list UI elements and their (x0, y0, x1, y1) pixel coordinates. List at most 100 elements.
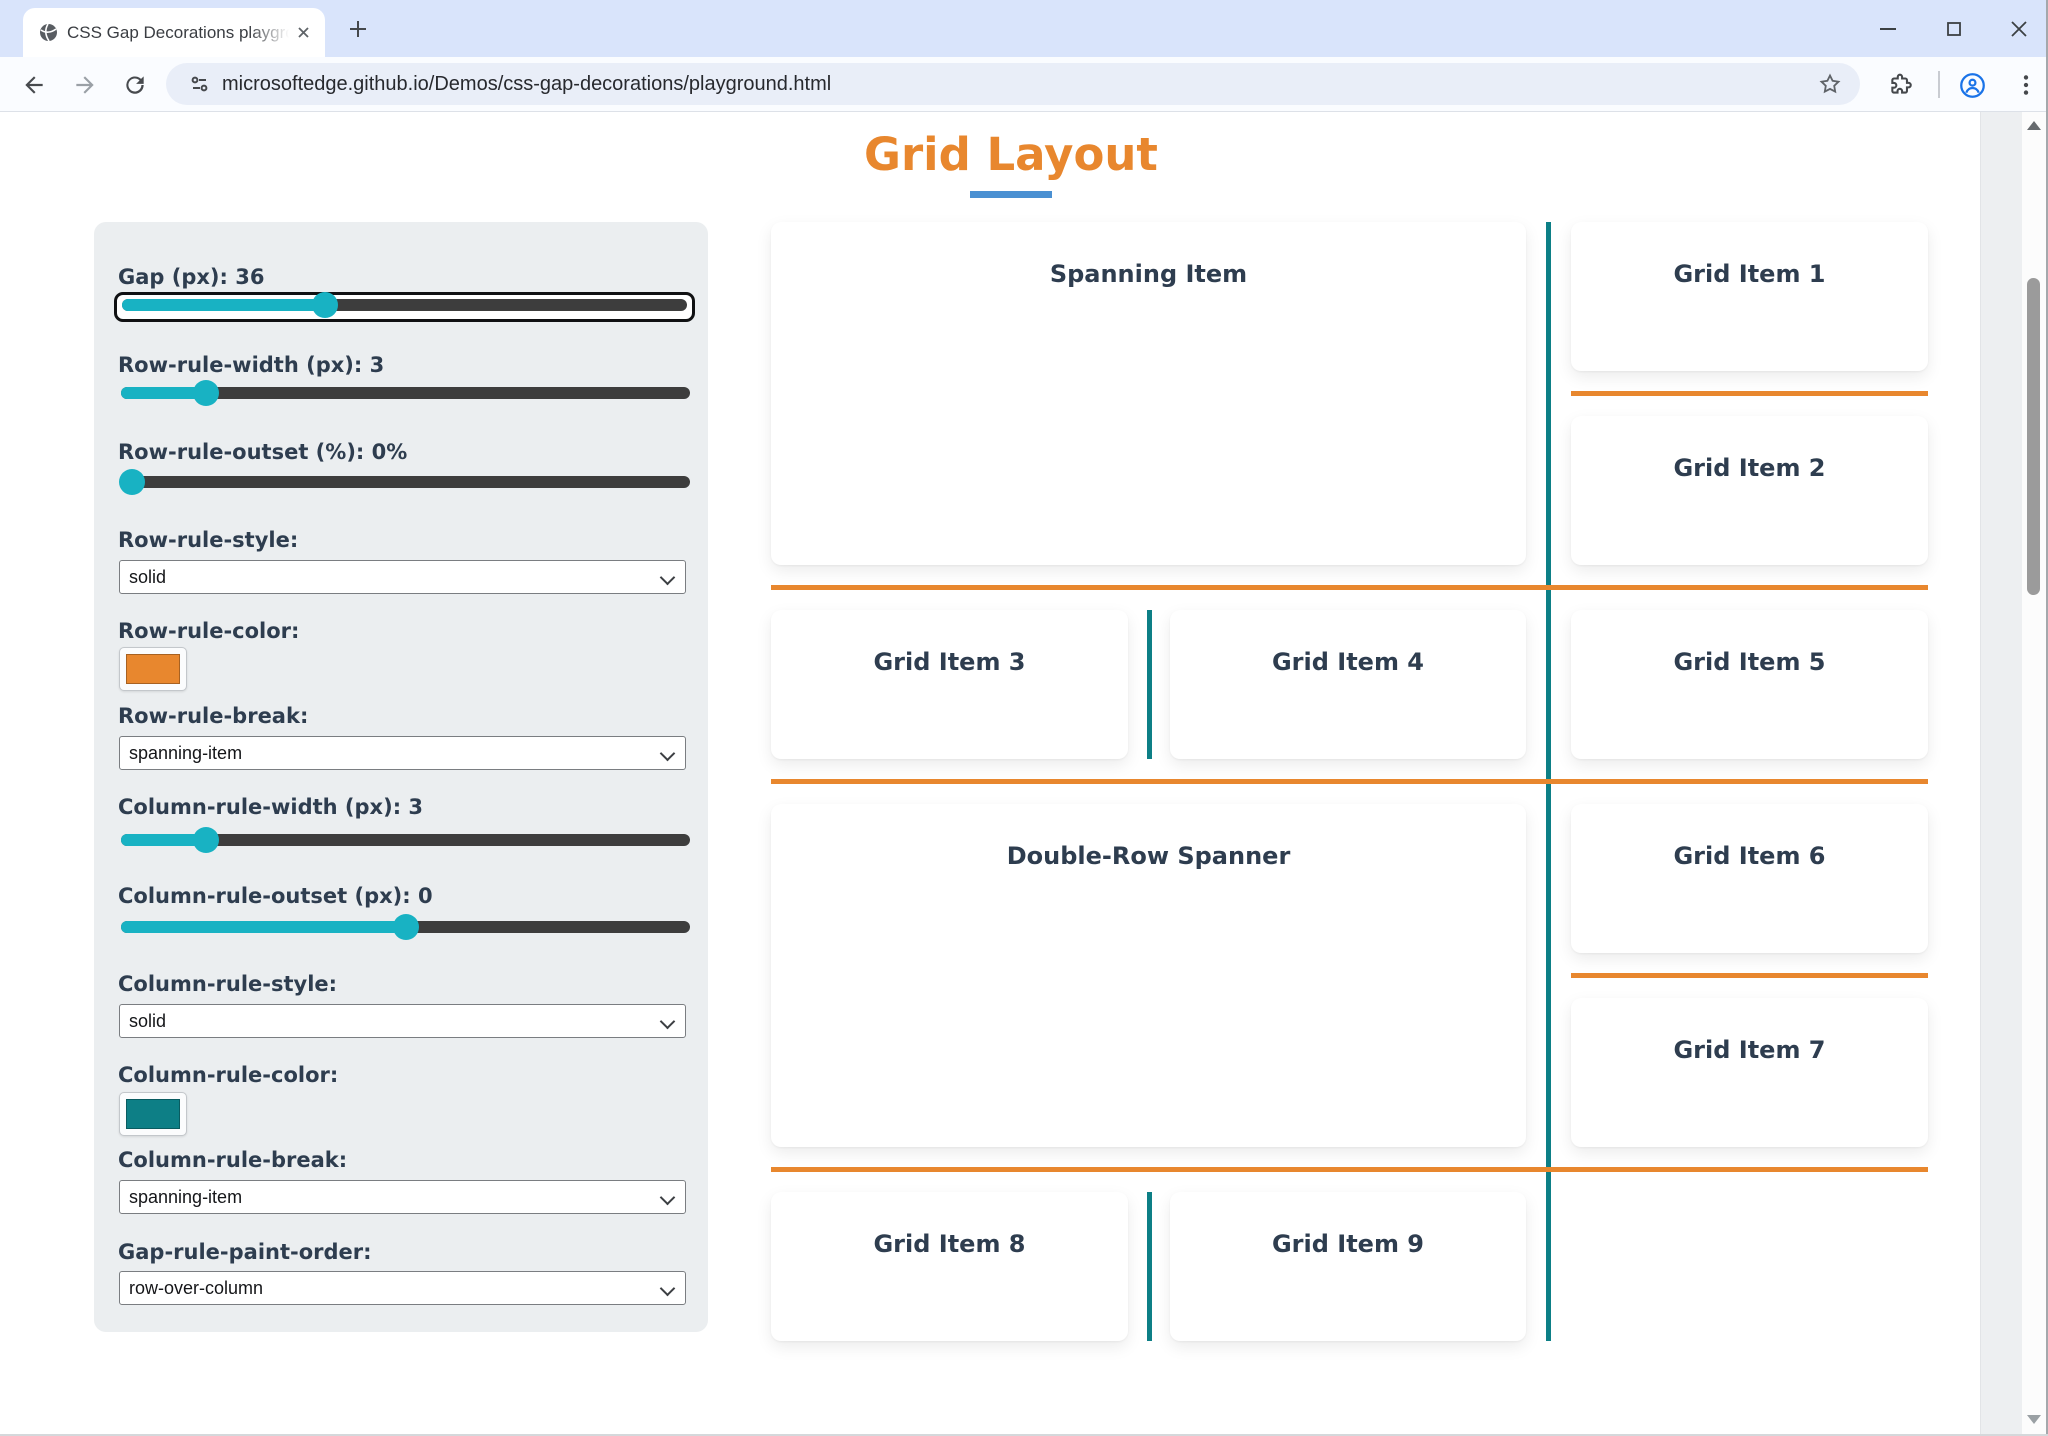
card-label: Grid Item 6 (1673, 842, 1826, 870)
window-close-button[interactable] (1996, 0, 2042, 57)
new-tab-button[interactable] (345, 16, 371, 42)
window-bottom-border (0, 1434, 2048, 1436)
column-rule-outset-slider[interactable] (121, 914, 690, 940)
card-label: Grid Item 3 (873, 648, 1026, 676)
tab-close-icon[interactable] (295, 24, 312, 41)
row-rule-outset-slider[interactable] (119, 469, 690, 495)
slider-thumb[interactable] (119, 469, 146, 495)
window-minimize-button[interactable] (1865, 0, 1911, 57)
grid-card-4: Grid Item 4 (1170, 610, 1526, 759)
column-rule-outset-label: Column-rule-outset (px): 0 (118, 884, 433, 908)
row-rule (771, 585, 1928, 590)
grid-card-9: Grid Item 9 (1170, 1192, 1526, 1341)
grid-card-6: Grid Item 6 (1571, 804, 1928, 953)
row-rule-width-label: Row-rule-width (px): 3 (118, 353, 385, 377)
grid-card-double-row-spanner: Double-Row Spanner (771, 804, 1526, 1147)
card-label: Grid Item 9 (1271, 1230, 1425, 1258)
slider-fill (121, 387, 207, 399)
row-rule-outset-label: Row-rule-outset (%): 0% (118, 440, 408, 464)
browser-tab[interactable]: CSS Gap Decorations playgroun (23, 8, 325, 57)
back-icon[interactable] (21, 72, 47, 98)
select-value: solid (129, 1010, 167, 1031)
window-right-border (2046, 0, 2048, 1436)
color-swatch (126, 654, 180, 684)
controls-panel: Gap (px): 36 Row-rule-width (px): 3 Row-… (94, 222, 708, 1332)
card-label: Grid Item 7 (1673, 1036, 1826, 1064)
column-rule (1147, 610, 1152, 759)
select-value: spanning-item (129, 1186, 243, 1207)
grid-card-5: Grid Item 5 (1571, 610, 1928, 759)
column-rule-width-slider[interactable] (121, 827, 690, 853)
color-swatch (126, 1099, 180, 1129)
bookmark-star-icon[interactable] (1818, 72, 1844, 98)
card-label: Double-Row Spanner (1006, 842, 1291, 870)
row-rule-color-label: Row-rule-color: (118, 619, 300, 643)
column-rule-style-select[interactable]: solid (119, 1004, 686, 1038)
column-rule-style-label: Column-rule-style: (118, 972, 338, 996)
row-rule-break-select[interactable]: spanning-item (119, 736, 686, 770)
column-rule-break-label: Column-rule-break: (118, 1148, 348, 1172)
column-rule-width-label: Column-rule-width (px): 3 (118, 795, 424, 819)
reload-icon[interactable] (122, 72, 148, 98)
site-info-icon[interactable] (188, 72, 214, 98)
slider-thumb[interactable] (392, 914, 419, 940)
slider-thumb[interactable] (193, 380, 220, 406)
row-rule-style-select[interactable]: solid (119, 560, 686, 594)
gap-slider-thumb[interactable] (312, 292, 339, 318)
row-rule (771, 1167, 1928, 1172)
card-label: Grid Item 1 (1673, 260, 1826, 288)
extensions-icon[interactable] (1888, 72, 1914, 98)
select-value: row-over-column (129, 1277, 264, 1298)
vertical-scrollbar[interactable] (2022, 112, 2046, 1436)
scrollbar-thumb[interactable] (2027, 278, 2040, 595)
profile-icon[interactable] (1959, 72, 1985, 98)
browser-toolbar: microsoftedge.github.io/Demos/css-gap-de… (0, 57, 2048, 112)
slider-fill (121, 834, 207, 846)
window-maximize-button[interactable] (1931, 0, 1977, 57)
card-label: Grid Item 5 (1673, 648, 1826, 676)
row-rule (1571, 973, 1928, 978)
select-value: solid (129, 566, 167, 587)
tab-title: CSS Gap Decorations playgroun (67, 23, 289, 42)
row-rule (771, 779, 1928, 784)
column-rule-color-picker[interactable] (119, 1092, 187, 1136)
gap-slider-label: Gap (px): 36 (118, 265, 265, 289)
card-label: Grid Item 2 (1673, 454, 1826, 482)
gap-slider-focus-ring (114, 292, 695, 322)
chevron-down-icon (659, 1013, 676, 1030)
forward-icon[interactable] (72, 72, 98, 98)
column-rule (1147, 1192, 1152, 1341)
row-rule (1571, 391, 1928, 396)
column-rule-break-select[interactable]: spanning-item (119, 1180, 686, 1214)
card-label: Grid Item 4 (1271, 648, 1425, 676)
grid-card-7: Grid Item 7 (1571, 998, 1928, 1147)
address-bar[interactable]: microsoftedge.github.io/Demos/css-gap-de… (166, 63, 1860, 105)
grid-card-spanning-item: Spanning Item (771, 222, 1526, 565)
gap-slider-fill (122, 299, 326, 311)
card-label: Spanning Item (1049, 260, 1248, 288)
gap-rule-paint-order-select[interactable]: row-over-column (119, 1271, 686, 1305)
grid-card-3: Grid Item 3 (771, 610, 1128, 759)
row-rule-color-picker[interactable] (119, 647, 187, 691)
grid-card-2: Grid Item 2 (1571, 416, 1928, 565)
chevron-down-icon (659, 569, 676, 586)
grid-card-1: Grid Item 1 (1571, 222, 1928, 371)
scroll-up-arrow-icon[interactable] (2027, 121, 2041, 130)
card-label: Grid Item 8 (873, 1230, 1026, 1258)
slider-fill (121, 921, 406, 933)
column-rule-color-label: Column-rule-color: (118, 1063, 339, 1087)
chevron-down-icon (659, 1189, 676, 1206)
row-rule-width-slider[interactable] (121, 380, 690, 406)
globe-favicon-icon (39, 23, 58, 42)
gap-rule-paint-order-label: Gap-rule-paint-order: (118, 1240, 372, 1264)
select-value: spanning-item (129, 742, 243, 763)
title-underline (970, 191, 1052, 198)
toolbar-divider (1938, 71, 1940, 98)
menu-dots-icon[interactable] (2013, 72, 2039, 98)
scroll-down-arrow-icon[interactable] (2027, 1415, 2041, 1424)
gap-slider[interactable] (122, 292, 687, 318)
slider-thumb[interactable] (193, 827, 220, 853)
row-rule-style-label: Row-rule-style: (118, 528, 299, 552)
row-rule-break-label: Row-rule-break: (118, 704, 309, 728)
